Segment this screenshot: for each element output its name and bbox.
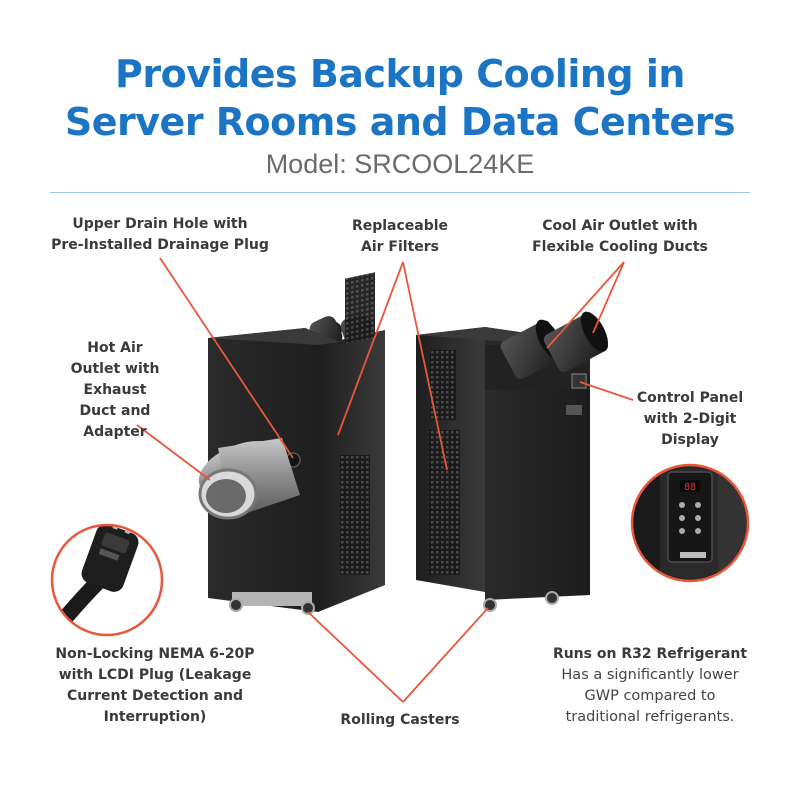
callout-line-drain [159, 257, 294, 459]
label-control-panel: Control Panel with 2-Digit Display [636, 390, 744, 448]
caster-icon [545, 591, 559, 605]
callout-line-filter-right [402, 261, 448, 471]
brand-badge [566, 405, 582, 415]
callout-line-caster-left [307, 611, 404, 703]
control-panel-icon [571, 373, 587, 389]
caster-icon [229, 598, 243, 612]
callout-lines [136, 257, 634, 703]
label-cool-air-outlet: Cool Air Outlet with Flexible Cooling Du… [532, 218, 708, 255]
callout-line-duct-2 [592, 261, 625, 334]
label-rolling-casters: Rolling Casters [340, 712, 460, 728]
eaton-logo-mark [680, 552, 706, 558]
callout-line-control-panel [579, 381, 634, 401]
headline-line-1: Provides Backup Cooling in [115, 52, 685, 96]
callout-line-caster-right [402, 607, 489, 703]
label-hot-air-outlet: Hot Air Outlet with Exhaust Duct and Ada… [70, 340, 160, 440]
label-upper-drain: Upper Drain Hole with Pre-Installed Drai… [51, 216, 269, 253]
right-ac-unit [416, 311, 609, 612]
control-panel-inset: 88 [630, 463, 750, 583]
caster-icon [301, 601, 315, 615]
plug-inset [50, 523, 164, 637]
callout-line-filter-left [337, 261, 404, 436]
two-digit-display: 88 [684, 482, 696, 493]
left-ac-unit [198, 272, 385, 615]
header-divider [50, 192, 750, 193]
model-label: Model: SRCOOL24KE [265, 149, 535, 179]
callout-line-hot-air [136, 424, 211, 481]
label-air-filters: Replaceable Air Filters [351, 218, 449, 255]
label-refrigerant: Runs on R32 Refrigerant Has a significan… [552, 646, 748, 725]
headline-line-2: Server Rooms and Data Centers [64, 100, 736, 144]
label-plug: Non-Locking NEMA 6-20P with LCDI Plug (L… [55, 646, 255, 725]
callout-line-duct-1 [546, 261, 625, 349]
